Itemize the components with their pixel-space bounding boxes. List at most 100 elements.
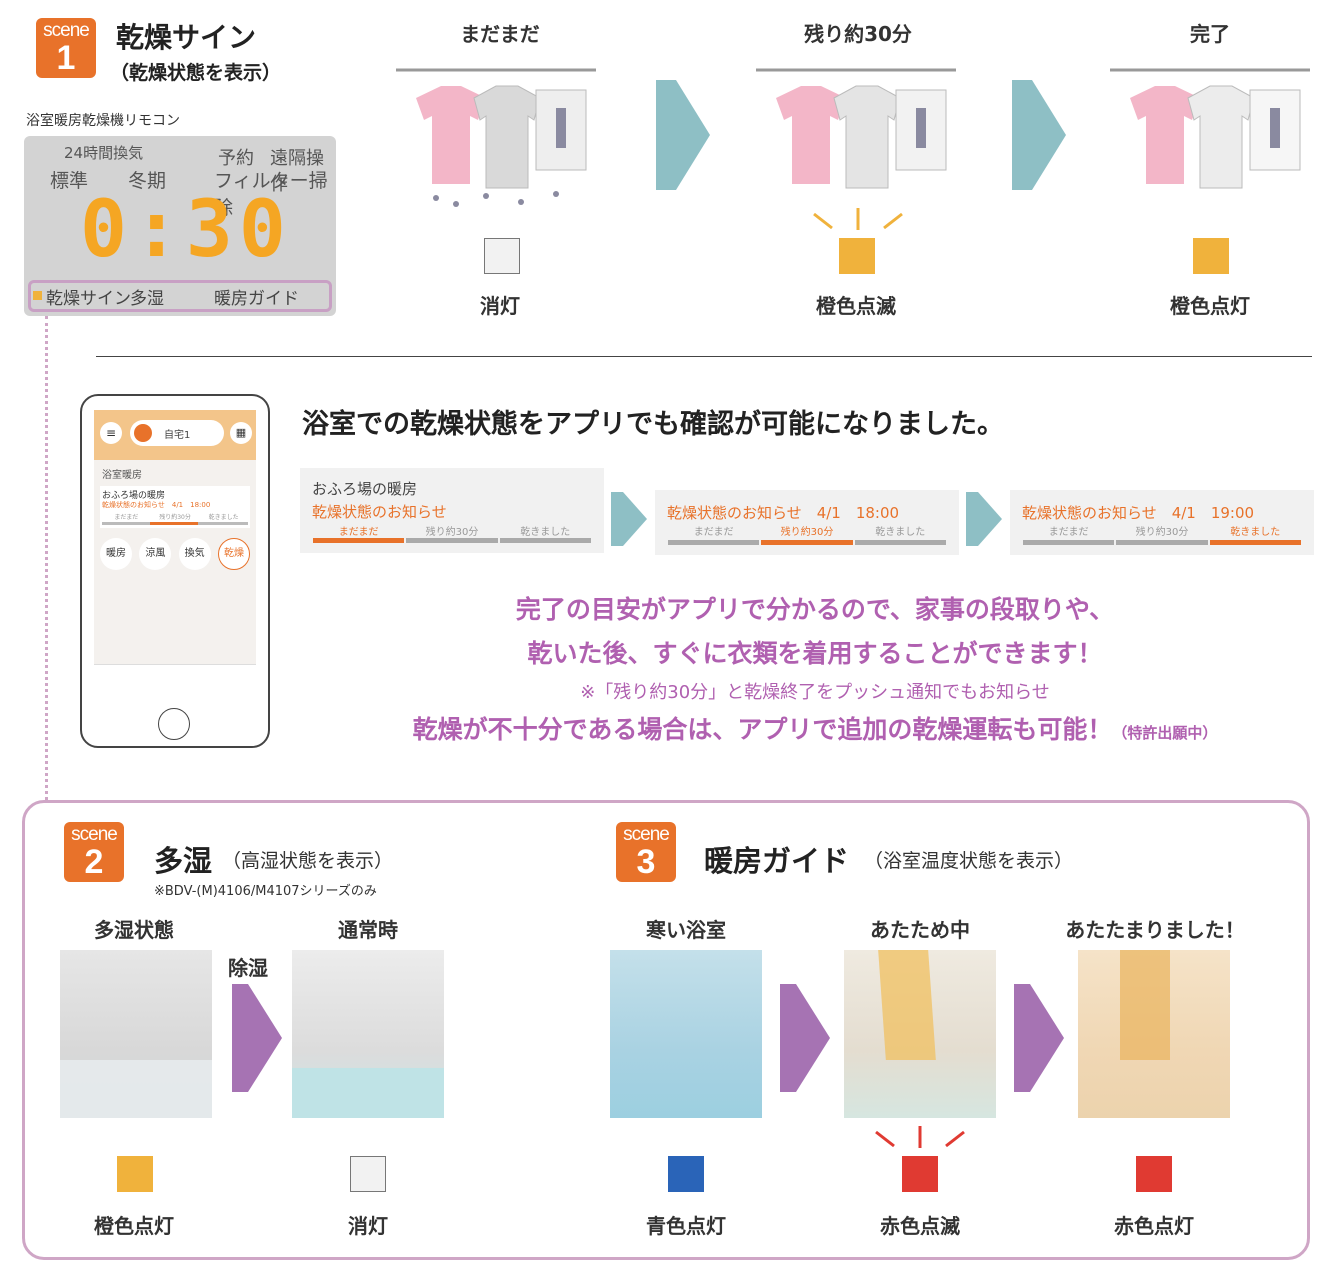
strip3-bar [1022,540,1302,545]
strip1-room: おふろ場の暖房 [312,480,418,498]
app-headline: 浴室での乾燥状態をアプリでも確認が可能になりました。 [302,409,1004,440]
step-arrow-2 [1012,80,1066,190]
home-button[interactable] [158,708,190,740]
scene2-indicator-orange [117,1156,153,1192]
mode-cool-button[interactable]: 涼風 [139,538,172,570]
scene2-indicator-off [350,1156,386,1192]
scene2-step-normal: 通常時 [338,918,398,942]
photo-warming-bathroom [844,950,996,1118]
phone-stage-2: 残り約30分 [159,514,191,521]
app-strip-1: おふろ場の暖房 乾燥状態のお知らせ まだまだ 残り約30分 乾きました [300,468,604,553]
scene3-indicator-text-1: 青色点灯 [646,1214,726,1238]
grid-icon[interactable]: ▦ [230,422,252,444]
photo-warm-bathroom [1078,950,1230,1118]
scene3-step-warming: あたため中 [870,918,970,942]
remote-label-filter: フィルター掃除 [214,170,328,219]
scene3-badge: scene 3 [616,822,676,882]
mode-vent-button[interactable]: 換気 [178,538,211,570]
phone-section-label: 浴室暖房 [102,470,142,481]
scene3-indicator-red-on [1136,1156,1172,1192]
menu-icon[interactable]: ≡ [100,422,122,444]
smartphone: ≡ 自宅1 ▦ 浴室暖房 おふろ場の暖房 乾燥状態のお知らせ 4/1 18:00… [80,394,270,748]
scene3-indicator-red-blink [902,1156,938,1192]
photo-humid-bathroom [60,950,212,1118]
remote-bottom-heat: 暖房ガイド [214,289,299,309]
remote-caption: 浴室暖房乾燥機リモコン [26,113,180,129]
remote-label-standard: 標準 [50,170,89,192]
photo-normal-bathroom [292,950,444,1118]
remote-display: 24時間換気 標準 冬期 予約 遠隔操作 フィルター掃除 0:30 乾燥サイン … [24,136,336,316]
strip-arrow-1 [611,492,647,546]
strip2-stage-2: 残り約30分 [780,527,834,538]
dotted-connector [45,316,48,800]
home-label: 自宅1 [164,430,191,441]
phone-room-label: おふろ場の暖房 [102,491,166,501]
remote-label-24h: 24時間換気 [64,144,144,162]
step-label-not-yet: まだまだ [460,22,540,46]
indicator-text-on: 橙色点灯 [1170,294,1250,318]
photo-cold-bathroom [610,950,762,1118]
remote-time: 0:30 [80,185,292,275]
strip3-stage-2: 残り約30分 [1135,527,1189,538]
home-icon [134,424,152,442]
strip2-notice: 乾燥状態のお知らせ 4/1 18:00 [667,504,900,522]
phone-stage-row: まだまだ 残り約30分 乾きました [102,512,248,521]
step-arrow-1 [656,80,710,190]
step-label-done: 完了 [1190,22,1230,46]
remote-label-reserve: 予約 [218,148,254,169]
scene1-badge: scene 1 [36,18,96,78]
message-line-2: 乾いた後、すぐに衣類を着用することができます！ [527,639,1103,668]
phone-screen: ≡ 自宅1 ▦ 浴室暖房 おふろ場の暖房 乾燥状態のお知らせ 4/1 18:00… [94,410,256,689]
mode-dry-button[interactable]: 乾燥 [217,538,250,570]
remote-bottom-humid: 多湿 [130,289,164,309]
strip3-notice: 乾燥状態のお知らせ 4/1 19:00 [1022,504,1255,522]
home-selector[interactable]: 自宅1 [130,420,224,446]
phone-stage-3: 乾きました [208,514,239,521]
message-line-1: 完了の目安がアプリで分かるので、家事の段取りや、 [515,595,1115,624]
strip-arrow-2 [966,492,1002,546]
strip1-stage-2: 残り約30分 [425,527,479,538]
remote-highlight-frame [28,280,332,312]
strip2-bar [667,540,947,545]
scene2-badge: scene 2 [64,822,124,882]
scene2-title: 多湿 [154,844,213,878]
laundry-dry-illustration [1110,68,1310,189]
dehumidify-label: 除湿 [228,956,268,980]
scene23-frame [22,800,1310,1260]
strip1-stages: まだまだ 残り約30分 乾きました [312,523,592,538]
indicator-off [484,238,520,274]
laundry-wet-illustration [396,68,596,207]
phone-tab-bar [94,664,256,689]
scene3-arrow-1 [780,984,830,1092]
strip3-stage-1: まだまだ [1048,527,1089,538]
strip2-stage-3: 乾きました [875,527,926,538]
section-divider [96,356,1312,357]
laundry-half-illustration [756,68,956,189]
scene3-step-cold: 寒い浴室 [646,918,726,942]
blink-rays-orange [813,208,903,230]
strip3-stage-3: 乾きました [1230,527,1281,538]
strip2-stages: まだまだ 残り約30分 乾きました [667,523,947,538]
indicator-orange-on [1193,238,1229,274]
extra-line-text: 乾燥が不十分である場合は、アプリで追加の乾燥運転も可能！ [412,715,1113,744]
scene2-indicator-text-2: 消灯 [348,1214,388,1238]
phone-notice: 乾燥状態のお知らせ 4/1 18:00 [102,501,211,509]
scene2-indicator-text-1: 橙色点灯 [94,1214,174,1238]
remote-label-remote: 遠隔操作 [270,148,324,195]
step-label-30min: 残り約30分 [804,22,912,46]
dry-sign-lamp [33,291,42,300]
scene3-indicator-blue [668,1156,704,1192]
scene1-subtitle: （乾燥状態を表示） [110,62,282,84]
scene3-subtitle: （浴室温度状態を表示） [864,850,1074,872]
extra-line: 乾燥が不十分である場合は、アプリで追加の乾燥運転も可能！（特許出願中） [300,710,1330,746]
scene3-indicator-text-3: 赤色点灯 [1114,1214,1194,1238]
blink-rays-red [875,1126,965,1148]
mode-heat-button[interactable]: 暖房 [100,538,132,570]
phone-mode-buttons: 暖房 涼風 換気 乾燥 [100,538,250,570]
patent-pending: （特許出願中） [1112,724,1218,742]
phone-stage-bar [102,522,248,525]
indicator-orange-blink [839,238,875,274]
app-strip-3: 乾燥状態のお知らせ 4/1 19:00 まだまだ 残り約30分 乾きました [1010,490,1314,555]
scene2-note: ※BDV-(M)4106/M4107シリーズのみ [154,884,377,899]
scene3-step-warm: あたたまりました！ [1065,918,1245,942]
